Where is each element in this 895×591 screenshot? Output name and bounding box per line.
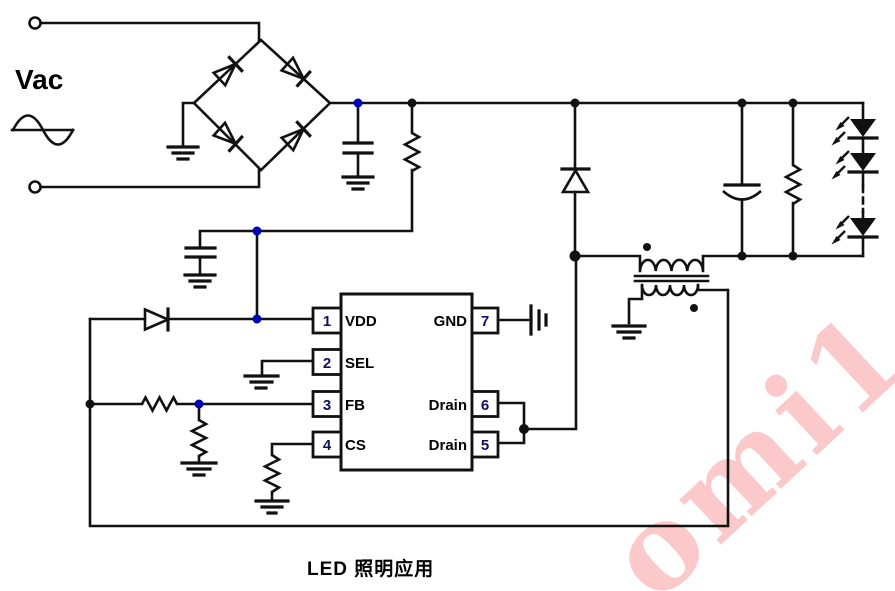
- polarity-dot-icon: [643, 243, 651, 251]
- pin-label: Drain: [429, 437, 467, 454]
- pin-box-1: [311, 306, 343, 335]
- bridge-diode-icon: [279, 55, 312, 88]
- junction-dot: [737, 98, 747, 108]
- ac-source-label: Vac: [15, 64, 64, 95]
- pin-number: 2: [323, 355, 331, 372]
- pin-label: Drain: [429, 397, 467, 414]
- primary-winding: [638, 258, 705, 272]
- bridge-rectifier: [166, 38, 332, 172]
- freewheel-diode-icon: [560, 167, 591, 194]
- pin-label: SEL: [345, 355, 374, 372]
- led-string: [830, 115, 879, 246]
- pin-box-5: [470, 430, 500, 459]
- junction-dot: [252, 314, 262, 324]
- pin-box-6: [470, 390, 500, 418]
- pin-number: 4: [323, 437, 332, 454]
- pin-box-3: [311, 390, 343, 418]
- junction-dot: [570, 98, 580, 108]
- led-icon: [830, 115, 879, 147]
- pin-label: FB: [345, 397, 365, 414]
- polarity-dot-icon: [690, 304, 698, 312]
- pin-box-2: [311, 348, 343, 376]
- junction-dots: [85, 98, 798, 434]
- sine-wave-icon: [10, 114, 75, 146]
- junction-dot: [737, 251, 747, 261]
- bridge-diode-icon: [279, 120, 312, 153]
- pin-number: 7: [481, 313, 489, 330]
- ac-terminal-bottom-icon: [28, 180, 42, 194]
- junction-dot: [788, 98, 798, 108]
- pin-label: GND: [434, 313, 468, 330]
- junction-dot: [519, 424, 529, 434]
- junction-dot: [252, 226, 262, 236]
- output-capacitor: [722, 183, 762, 201]
- pin-number: 5: [481, 437, 489, 454]
- figure-caption: LED 照明应用: [307, 559, 435, 580]
- ground-icon: [180, 461, 218, 477]
- led-icon: [830, 149, 879, 181]
- pin-number: 6: [481, 397, 489, 414]
- ground-icon: [341, 175, 375, 191]
- ic-controller: 1 2 3 4 7 6 5 VDD SEL FB CS GND Drain Dr…: [311, 292, 548, 472]
- ground-icon: [166, 101, 200, 161]
- junction-dot: [85, 399, 95, 409]
- pin-box-4: [311, 430, 343, 459]
- bridge-diode-icon: [211, 120, 244, 153]
- bridge-diode-icon: [211, 55, 244, 88]
- pin-label: CS: [345, 437, 366, 454]
- junction-dot: [407, 98, 417, 108]
- junction-dot: [788, 251, 798, 261]
- sel-ground-icon: [243, 374, 280, 390]
- fb-series-resistor: [140, 394, 179, 414]
- ground-icon: [611, 324, 647, 340]
- gnd-pin-ground-icon: [529, 304, 548, 336]
- ground-icon: [183, 273, 217, 289]
- pin-number: 1: [323, 313, 331, 330]
- pin-box-7: [470, 306, 500, 335]
- ac-terminal-top-icon: [28, 16, 42, 30]
- cs-resistor: [254, 453, 290, 515]
- fb-lower-resistor: [180, 418, 218, 477]
- vdd-diode-icon: [143, 307, 172, 332]
- vdd-capacitor: [183, 246, 217, 289]
- bulk-capacitor: [341, 141, 375, 191]
- pin-number: 3: [323, 397, 331, 414]
- secondary-winding: [640, 284, 700, 297]
- pin-label: VDD: [345, 313, 377, 330]
- ic-body: [339, 292, 474, 472]
- transformer: [611, 243, 710, 340]
- junction-dot: [569, 250, 581, 262]
- ground-icon: [254, 499, 290, 515]
- junction-dot: [353, 98, 363, 108]
- led-icon: [830, 214, 879, 246]
- transformer-core: [633, 274, 710, 283]
- output-resistor: [783, 163, 803, 206]
- bleeder-resistor: [402, 131, 422, 173]
- junction-dot: [194, 399, 204, 409]
